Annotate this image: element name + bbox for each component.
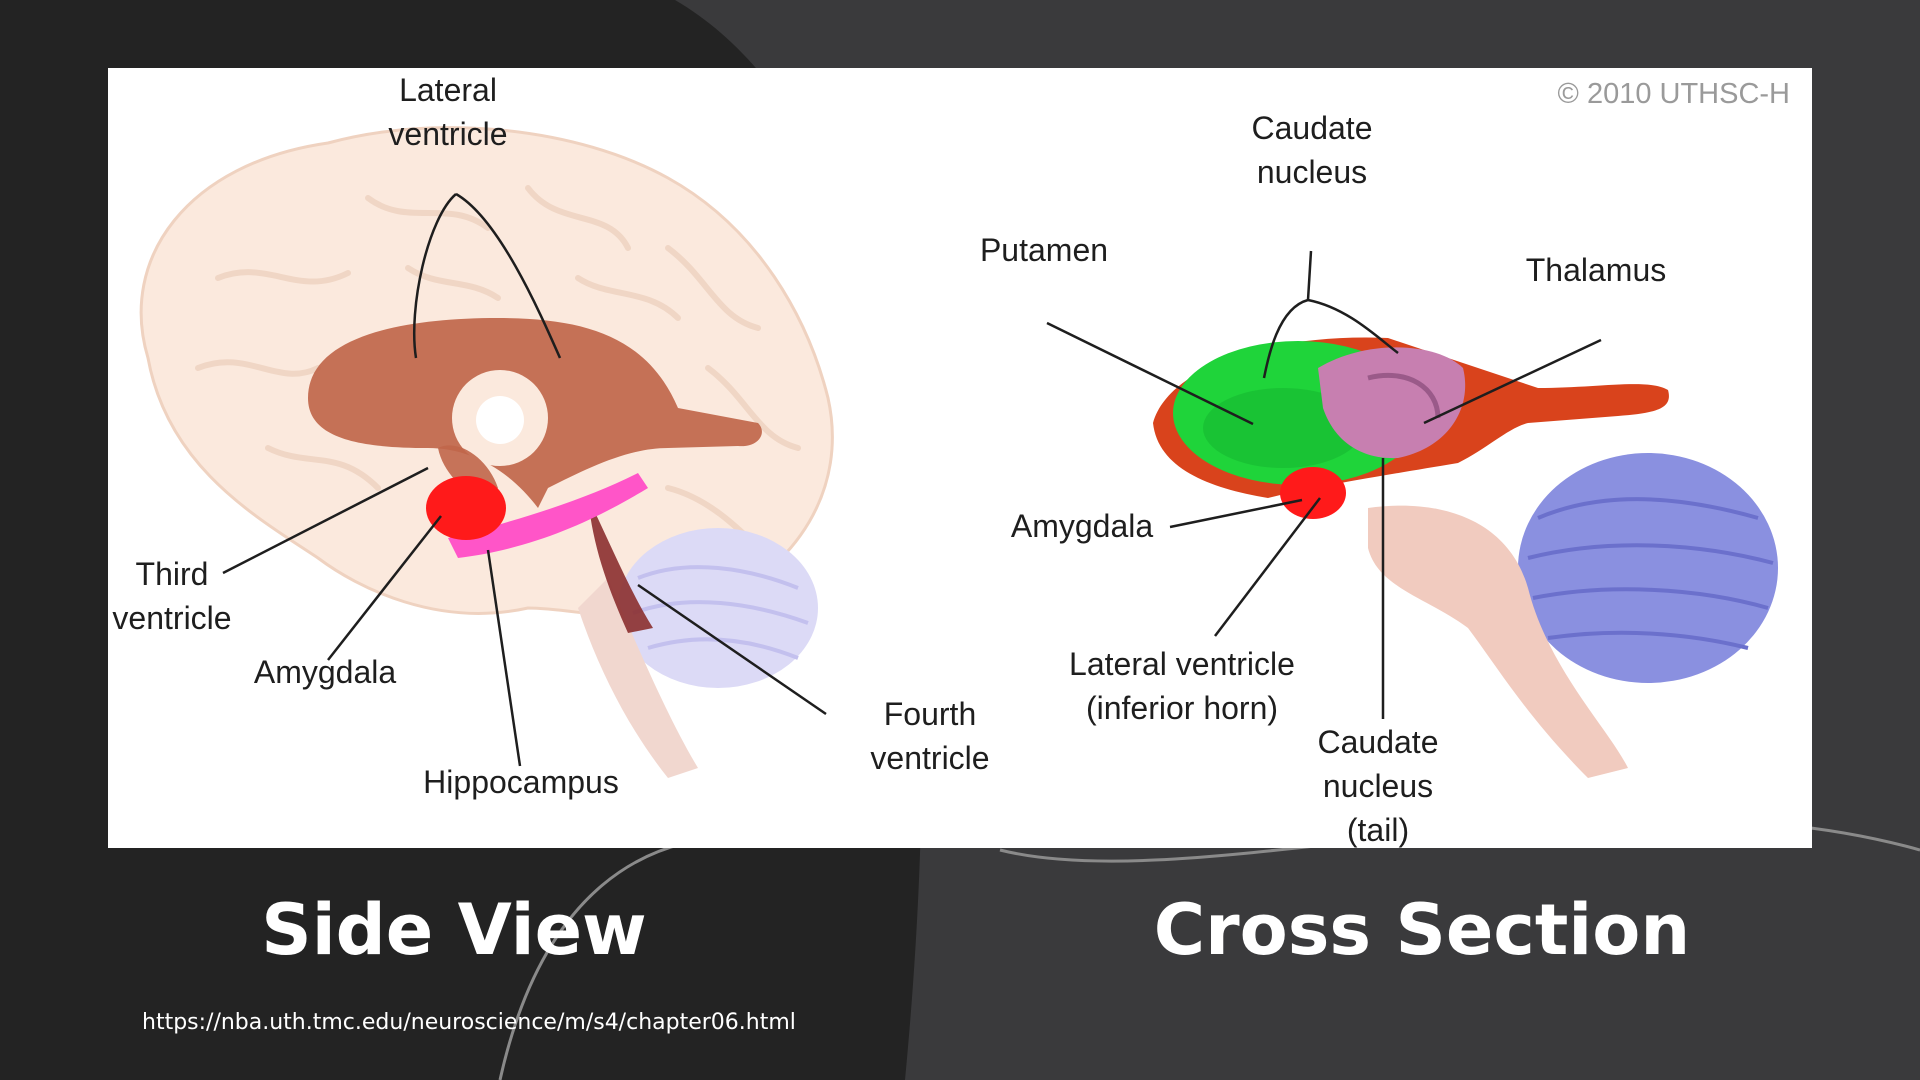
amygdala-shape (426, 476, 506, 540)
label-thalamus: Thalamus (1525, 252, 1667, 288)
cerebellum (1518, 453, 1778, 683)
label-caudate-nucleus: Caudate nucleus (1251, 110, 1373, 190)
label-lateral-ventricle: Lateral ventricle (388, 72, 508, 152)
source-url: https://nba.uth.tmc.edu/neuroscience/m/s… (142, 1010, 796, 1035)
label-hippocampus: Hippocampus (423, 764, 619, 800)
label-fourth-ventricle: Fourth ventricle (870, 696, 990, 776)
thalamus-shape (1318, 347, 1466, 459)
cross-section-illustration (1046, 250, 1778, 778)
label-amygdala-cross: Amygdala (1010, 508, 1154, 544)
label-third-ventricle: Third ventricle (112, 556, 232, 636)
label-caudate-nucleus-tail: Caudate nucleus (tail) (1317, 724, 1439, 848)
caption-side-view: Side View (261, 889, 647, 971)
amygdala-shape (1280, 467, 1346, 519)
brainstem (1368, 505, 1628, 778)
label-lateral-ventricle-inferior-horn: Lateral ventricle (inferior horn) (1069, 646, 1295, 726)
hippocampus-shape (448, 473, 648, 558)
brainstem (578, 578, 698, 778)
side-view-illustration (139, 126, 834, 778)
label-amygdala-side: Amygdala (253, 654, 397, 690)
label-putamen: Putamen (979, 232, 1109, 268)
diagram-panel: © 2010 UTHSC-H Lateral ventricle Third v… (108, 68, 1812, 848)
caption-cross-section: Cross Section (1153, 889, 1691, 971)
copyright-credit: © 2010 UTHSC-H (1557, 78, 1790, 110)
brain-illustration (139, 126, 1778, 778)
